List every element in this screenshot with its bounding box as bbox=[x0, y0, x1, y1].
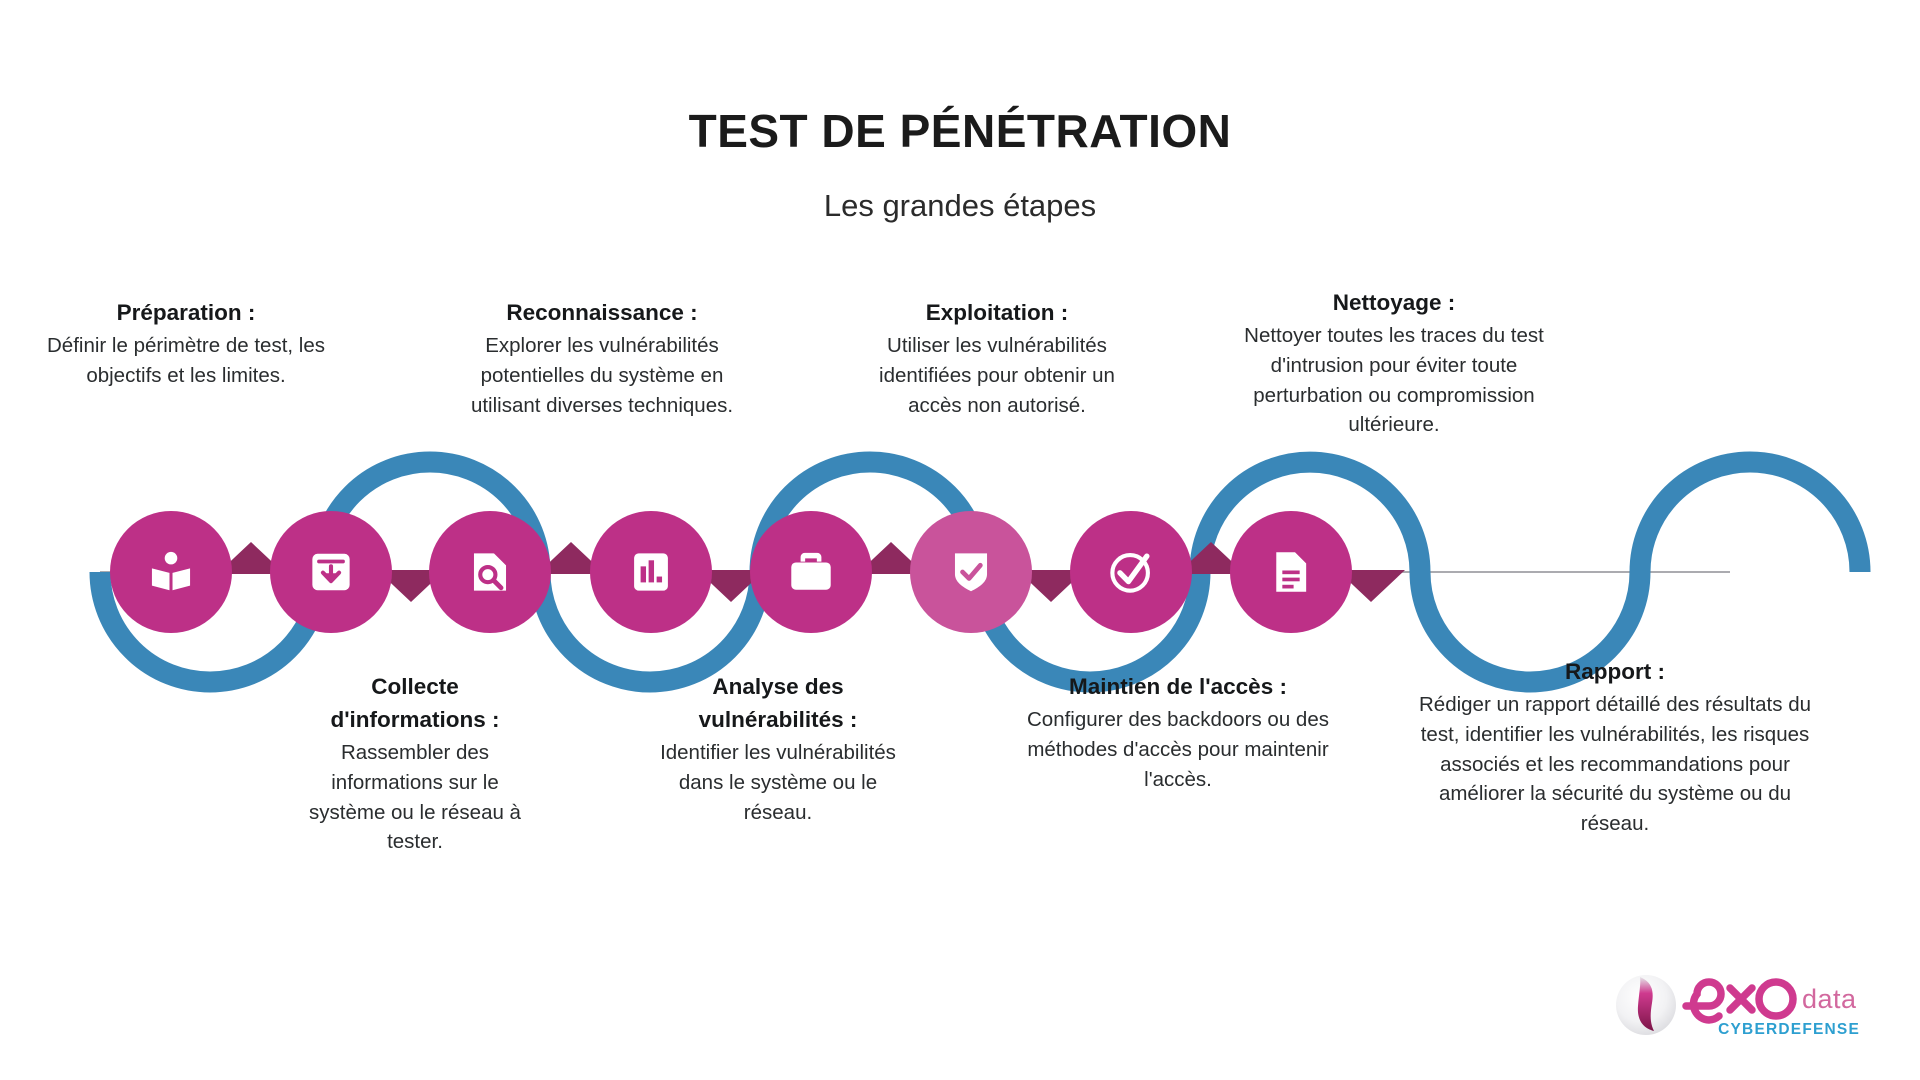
step-heading: Nettoyage : bbox=[1332, 290, 1456, 315]
flow-arrow-icon bbox=[217, 542, 285, 574]
bar-chart-document-icon bbox=[634, 553, 668, 591]
document-lines-icon bbox=[1276, 552, 1307, 592]
step-heading: Rapport : bbox=[1565, 659, 1665, 684]
step-text-exploitation: Exploitation : Utiliser les vulnérabilit… bbox=[852, 296, 1142, 420]
logo-suffix: data bbox=[1802, 984, 1857, 1014]
logo-tagline: CYBERDEFENSE bbox=[1718, 1021, 1860, 1038]
logo-wordmark bbox=[1682, 978, 1797, 1024]
step-body: Rassembler des informations sur le systè… bbox=[309, 741, 521, 854]
brand-logo: data CYBERDEFENSE bbox=[1612, 958, 1864, 1054]
step-node-collecte-informations[interactable] bbox=[270, 511, 392, 633]
step-text-reconnaissance: Reconnaissance : Explorer les vulnérabil… bbox=[452, 296, 752, 420]
step-node-rapport[interactable] bbox=[1230, 511, 1352, 633]
logo-ribbon-icon bbox=[1637, 977, 1654, 1031]
circle-check-icon bbox=[1110, 553, 1150, 593]
step-body: Configurer des backdoors ou des méthodes… bbox=[1027, 708, 1329, 791]
step-heading: Maintien de l'accès : bbox=[1069, 674, 1287, 699]
step-heading: Reconnaissance : bbox=[506, 300, 698, 325]
step-body: Définir le périmètre de test, les object… bbox=[46, 334, 325, 387]
flow-arrow-icon bbox=[537, 542, 605, 574]
step-node-reconnaissance[interactable] bbox=[429, 511, 551, 633]
flow-arrow-icon bbox=[857, 542, 925, 574]
step-node-analyse-vulnerabilites[interactable] bbox=[590, 511, 712, 633]
step-node-maintien-acces[interactable] bbox=[910, 511, 1032, 633]
step-node-preparation[interactable] bbox=[110, 511, 232, 633]
step-heading: Préparation : bbox=[116, 300, 256, 325]
step-body: Rédiger un rapport détaillé des résultat… bbox=[1418, 693, 1811, 835]
step-text-rapport: Rapport : Rédiger un rapport détaillé de… bbox=[1404, 655, 1826, 839]
step-body: Nettoyer toutes les traces du test d'int… bbox=[1244, 324, 1544, 437]
flow-arrow-icon bbox=[1177, 542, 1245, 574]
step-text-preparation: Préparation : Définir le périmètre de te… bbox=[46, 296, 326, 391]
step-node-nettoyage[interactable] bbox=[1070, 511, 1192, 633]
flow-arrow-icon bbox=[1017, 570, 1085, 602]
page-subtitle: Les grandes étapes bbox=[823, 188, 1097, 223]
step-node-exploitation[interactable] bbox=[750, 511, 872, 633]
shield-check-icon bbox=[954, 553, 988, 592]
page-title: TEST DE PÉNÉTRATION bbox=[688, 105, 1232, 157]
step-text-analyse-vulnerabilites: Analyse des vulnérabilités : Identifier … bbox=[645, 670, 911, 827]
step-text-collecte-informations: Collecte d'informations : Rassembler des… bbox=[295, 670, 535, 857]
step-text-maintien-acces: Maintien de l'accès : Configurer des bac… bbox=[1018, 670, 1338, 794]
flow-arrow-icon bbox=[1337, 570, 1405, 602]
step-body: Identifier les vulnérabilités dans le sy… bbox=[660, 741, 896, 824]
flow-arrow-icon bbox=[377, 570, 445, 602]
step-body: Utiliser les vulnérabilités identifiées … bbox=[879, 334, 1115, 417]
briefcase-icon bbox=[791, 552, 831, 590]
step-heading: Exploitation : bbox=[925, 300, 1069, 325]
inbox-download-icon bbox=[312, 553, 350, 591]
flow-arrow-icon bbox=[697, 570, 765, 602]
step-heading: Analyse des vulnérabilités : bbox=[698, 674, 858, 733]
open-book-icon bbox=[151, 551, 191, 591]
step-text-nettoyage: Nettoyage : Nettoyer toutes les traces d… bbox=[1240, 286, 1548, 440]
document-search-icon bbox=[473, 553, 507, 591]
step-heading: Collecte d'informations : bbox=[330, 674, 500, 733]
step-body: Explorer les vulnérabilités potentielles… bbox=[470, 334, 734, 417]
